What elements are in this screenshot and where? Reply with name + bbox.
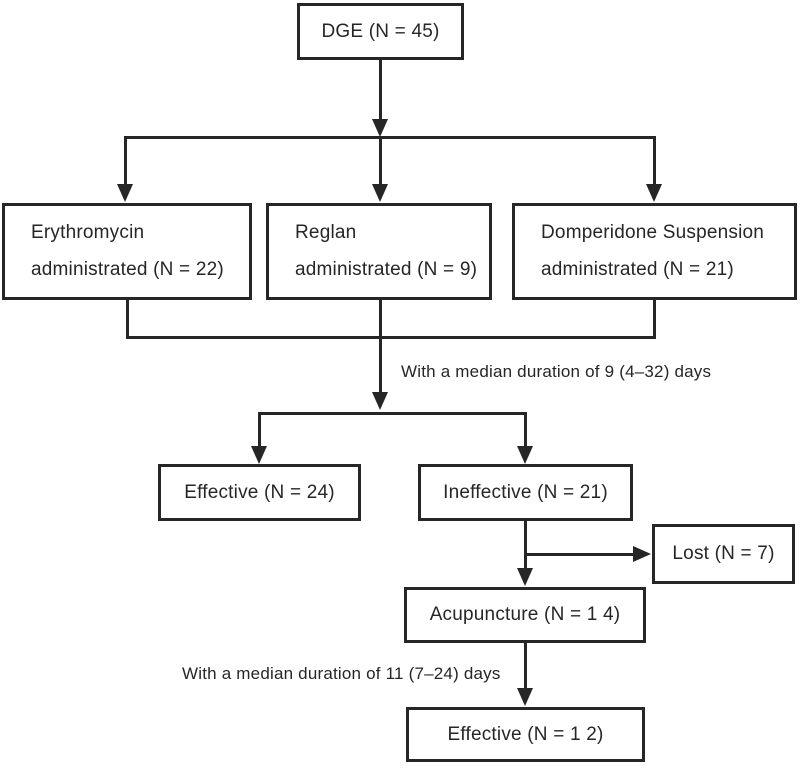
arrowhead-down-icon (517, 568, 533, 586)
arrowhead-down-icon (517, 688, 533, 706)
node-dge: DGE (N = 45) (297, 3, 464, 60)
annotation-median-duration-second: With a median duration of 11 (7–24) days (182, 664, 501, 683)
connector-split-treatments (124, 136, 656, 139)
node-dge-label: DGE (N = 45) (321, 20, 440, 42)
node-acupuncture: Acupuncture (N = 1 4) (404, 587, 646, 643)
node-erythromycin: Erythromycin administrated (N = 22) (2, 203, 252, 300)
node-effective-final: Effective (N = 1 2) (406, 707, 645, 762)
arrowhead-down-icon (372, 119, 388, 137)
annotation-median-duration-first: With a median duration of 9 (4–32) days (401, 362, 712, 381)
node-effective-first: Effective (N = 24) (158, 464, 361, 521)
connector-dge-down (379, 60, 382, 121)
node-domperidone: Domperidone Suspension administrated (N … (512, 203, 797, 300)
node-acupuncture-label: Acupuncture (N = 1 4) (429, 604, 621, 625)
connector-to-lost (524, 553, 634, 556)
connector-to-effective (258, 415, 261, 447)
node-effective-final-label: Effective (N = 1 2) (447, 723, 604, 745)
connector-to-reglan (379, 139, 382, 185)
arrowhead-right-icon (633, 546, 651, 562)
arrowhead-down-icon (517, 446, 533, 464)
node-reglan-line1: Reglan (295, 222, 357, 243)
node-effective-first-label: Effective (N = 24) (184, 481, 335, 503)
node-ineffective-label: Ineffective (N = 21) (443, 481, 608, 503)
connector-merge-right (653, 300, 656, 339)
connector-to-domperidone (653, 139, 656, 185)
node-reglan: Reglan administrated (N = 9) (266, 203, 492, 300)
connector-merge-down (379, 300, 382, 394)
connector-acupuncture-down (524, 643, 527, 690)
connector-ineffective-down (524, 521, 527, 570)
arrowhead-down-icon (117, 184, 133, 202)
connector-merge-bar (126, 336, 656, 339)
node-domperidone-line2: administrated (N = 21) (541, 259, 734, 280)
node-erythromycin-line1: Erythromycin (31, 222, 145, 243)
node-domperidone-line1: Domperidone Suspension (541, 222, 765, 243)
arrowhead-down-icon (372, 392, 388, 410)
node-ineffective: Ineffective (N = 21) (418, 464, 633, 521)
connector-split-outcomes (258, 412, 527, 415)
arrowhead-down-icon (646, 184, 662, 202)
node-lost: Lost (N = 7) (652, 524, 795, 584)
node-erythromycin-line2: administrated (N = 22) (31, 259, 224, 280)
node-reglan-line2: administrated (N = 9) (295, 259, 478, 280)
connector-to-erythromycin (124, 139, 127, 185)
arrowhead-down-icon (372, 184, 388, 202)
arrowhead-down-icon (251, 446, 267, 464)
connector-merge-left (126, 300, 129, 339)
connector-to-ineffective (524, 415, 527, 447)
node-lost-label: Lost (N = 7) (672, 543, 775, 564)
